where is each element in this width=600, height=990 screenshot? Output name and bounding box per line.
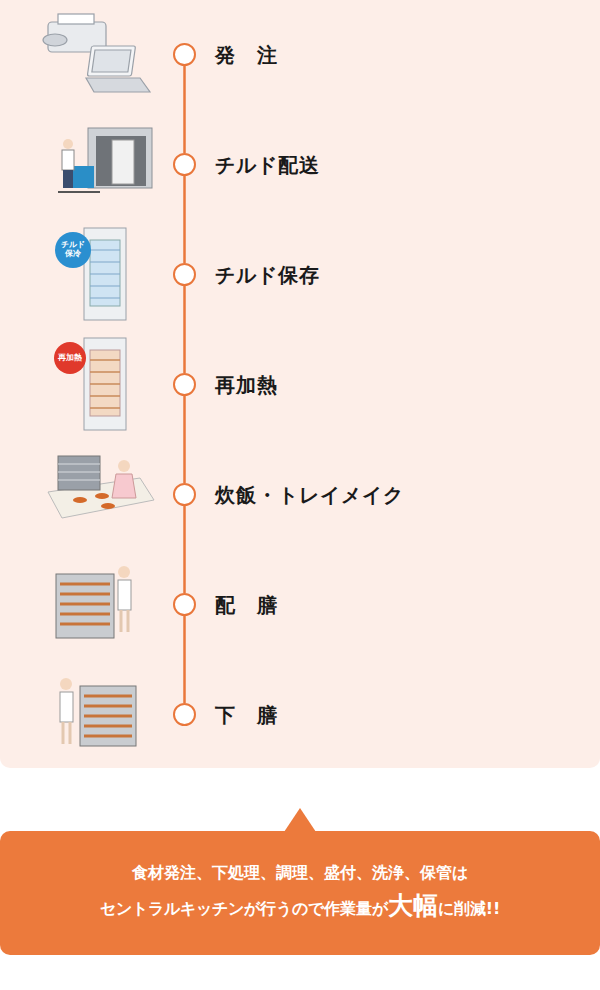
timeline-segment: [183, 506, 186, 593]
timeline-step: 再加熱: [173, 373, 196, 396]
timeline-segment: [183, 616, 186, 703]
tray-make-icon: [48, 456, 154, 518]
equipment-badge: 再加熱: [54, 342, 86, 374]
step-label: 発 注: [215, 41, 278, 68]
step-label: チルド保存: [215, 261, 320, 288]
timeline-step: 下 膳: [173, 703, 196, 726]
step-label: 下 膳: [215, 701, 278, 728]
timeline-line: [184, 286, 185, 373]
delivery-icon: [58, 128, 152, 192]
serving-cart-icon: [56, 566, 131, 638]
step-label: チルド配送: [215, 151, 320, 178]
callout-emphasis: 大幅: [388, 891, 438, 920]
fax-laptop-icon: [43, 14, 150, 92]
badge-text: 再加熱: [56, 354, 84, 363]
collect-cart-icon: [60, 678, 136, 746]
timeline-line: [184, 506, 185, 593]
reheat-cabinet-icon: [84, 338, 126, 430]
pointer-triangle: [284, 808, 316, 832]
step-label: 再加熱: [215, 371, 278, 398]
timeline-line: [184, 66, 185, 153]
equipment-badge: チルド 保冷: [55, 232, 91, 268]
timeline-segment: [183, 396, 186, 483]
timeline-line: [184, 396, 185, 483]
step-label: 配 膳: [215, 591, 278, 618]
timeline-step: チルド保存: [173, 263, 196, 286]
callout-text: に削減!!: [438, 899, 501, 918]
callout-line: セントラルキッチンが行うので作業量が大幅に削減!!: [100, 886, 501, 926]
timeline-segment: [183, 66, 186, 153]
timeline-step: 発 注: [173, 43, 196, 66]
badge-text: チルド 保冷: [59, 241, 87, 259]
chilled-cabinet-icon: [84, 228, 126, 320]
timeline-line: [184, 176, 185, 263]
timeline-segment: [183, 176, 186, 263]
timeline-step: チルド配送: [173, 153, 196, 176]
timeline-line: [184, 616, 185, 703]
callout-text: 食材発注、下処理、調理、盛付、洗浄、保管は: [132, 860, 468, 886]
callout-box: 食材発注、下処理、調理、盛付、洗浄、保管はセントラルキッチンが行うので作業量が大…: [0, 831, 600, 955]
timeline-step: 配 膳: [173, 593, 196, 616]
timeline-step: 炊飯・トレイメイク: [173, 483, 196, 506]
step-label: 炊飯・トレイメイク: [215, 481, 404, 508]
callout-text: セントラルキッチンが行うので作業量が: [100, 899, 388, 918]
timeline-segment: [183, 286, 186, 373]
